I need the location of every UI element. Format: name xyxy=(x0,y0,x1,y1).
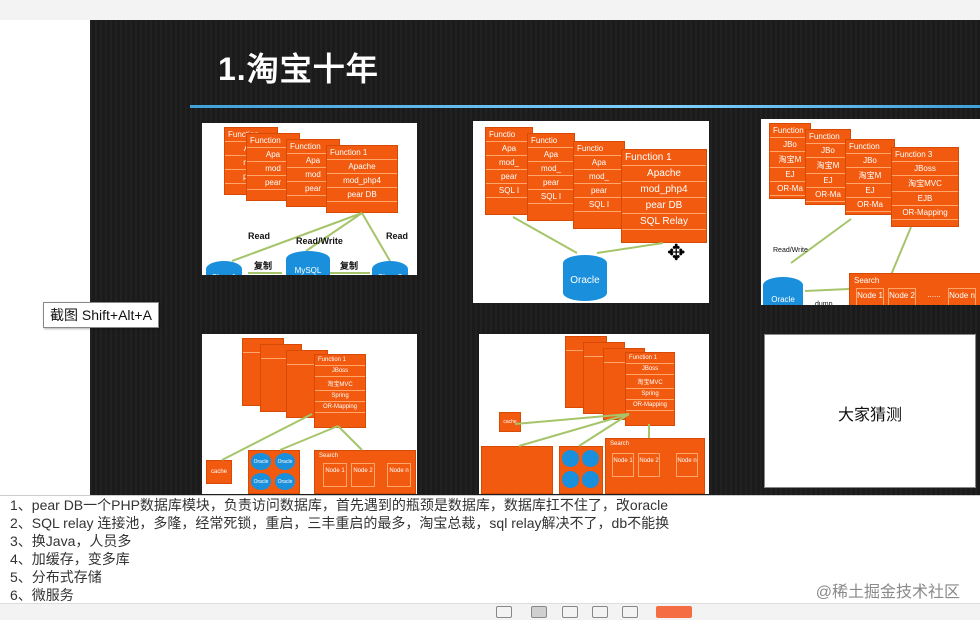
grid-view-icon[interactable] xyxy=(562,606,578,618)
slide-title: 1.淘宝十年 xyxy=(218,51,379,87)
top-toolbar xyxy=(0,0,980,21)
search-node: Node 2 xyxy=(351,463,375,487)
connection-lines xyxy=(231,212,391,274)
reading-view-icon[interactable] xyxy=(592,606,608,618)
screenshot-tooltip: 截图 Shift+Alt+A xyxy=(43,302,159,328)
function-box: Function JBo 淘宝M EJ OR-Ma xyxy=(805,129,851,205)
search-node: Node n xyxy=(676,453,698,477)
oracle-database xyxy=(582,450,599,467)
search-cluster: Search Node 1 Node 2 Node n xyxy=(314,450,416,494)
search-node: Node 1 xyxy=(856,288,884,305)
guess-text: 大家猜测 xyxy=(837,407,902,424)
oracle-database: Oracle xyxy=(275,473,295,490)
read-label: Read xyxy=(386,231,409,241)
search-label: Search xyxy=(319,453,339,459)
notes-line: 6、微服务 xyxy=(10,587,74,603)
search-node: Node 1 xyxy=(323,463,347,487)
notes-line: 2、SQL relay 连接池，多隆，经常死锁，重启，三丰重启的最多，淘宝总裁，… xyxy=(10,515,670,531)
connection-lines xyxy=(514,413,650,447)
play-button-icon[interactable] xyxy=(656,606,692,618)
slide-canvas[interactable]: 1.淘宝十年 Function Apa mod pear Function Ap… xyxy=(90,20,980,495)
function-box: Functio Apa mod_ pear SQL I xyxy=(527,133,575,221)
search-label: Search xyxy=(854,276,880,285)
speaker-notes[interactable]: 1、pear DB一个PHP数据库模块，负责访问数据库，首先遇到的瓶颈是数据库，… xyxy=(0,495,980,604)
function-box-main: Function 1 JBoss 淘宝MVC Spring OR-Mapping xyxy=(314,354,366,428)
function-box-main: Function 1 Apache mod_php4 pear DB xyxy=(326,145,398,213)
read-write-label: Read/Write xyxy=(773,247,808,254)
guess-panel: 大家猜测 xyxy=(764,334,976,488)
title-underline xyxy=(190,105,980,108)
notes-line: 4、加缓存，变多库 xyxy=(10,551,130,567)
copy-label: 复制 xyxy=(254,261,273,271)
slave2-database: Slave2 xyxy=(372,261,408,275)
search-cluster: Search Node 1 Node 2 Node n xyxy=(605,438,705,494)
slave1-database: Slave1 xyxy=(206,261,242,275)
oracle-database: Oracle xyxy=(275,453,295,470)
notes-line: 1、pear DB一个PHP数据库模块，负责访问数据库，首先遇到的瓶颈是数据库，… xyxy=(10,497,669,513)
dump-label: dump xyxy=(815,301,833,305)
function-box: Functio Apa mod_ pear SQL I xyxy=(573,141,625,229)
slideshow-icon[interactable] xyxy=(622,606,638,618)
read-label: Read xyxy=(248,231,271,241)
function-box: Function JBo 淘宝M EJ OR-Ma xyxy=(769,123,811,199)
search-node: Node n xyxy=(387,463,411,487)
read-write-label: Read/Write xyxy=(296,236,343,246)
diagram-panel-java-search: Function JBo 淘宝M EJ OR-Ma Function JBo 淘… xyxy=(761,119,980,305)
connection-lines xyxy=(512,216,664,254)
oracle-db-group: Oracle Oracle Oracle Oracle xyxy=(248,450,300,494)
storage-db-group xyxy=(559,446,603,494)
function-box-main: Function 3 JBoss 淘宝MVC EJB OR-Mapping xyxy=(891,147,959,227)
normal-view-icon[interactable] xyxy=(496,606,512,618)
slide-thumbnail-pane[interactable] xyxy=(0,20,90,495)
search-node: Node n xyxy=(948,288,976,305)
watermark: @稀土掘金技术社区 xyxy=(815,584,960,601)
cache-box: cache xyxy=(499,412,521,432)
oracle-database: Oracle xyxy=(251,473,271,490)
copy-label: 复制 xyxy=(340,261,359,271)
connection-lines xyxy=(790,218,912,292)
search-cluster: Search Node 1 Node 2 ...... Node n xyxy=(849,273,980,305)
mysql-master-database: MySQL Master xyxy=(286,251,330,275)
oracle-database xyxy=(562,450,579,467)
normal-view-icon[interactable] xyxy=(531,606,547,618)
diagram-panel-php-mysql: Function Apa mod pear Function Apa mod p… xyxy=(202,123,417,275)
oracle-database: Oracle xyxy=(251,453,271,470)
cache-box: cache xyxy=(206,460,232,484)
diagram-panel-sql-relay: Functio Apa mod_ pear SQL I Functio Apa … xyxy=(473,121,709,303)
search-label: Search xyxy=(610,441,630,447)
notes-line: 3、换Java，人员多 xyxy=(10,533,132,549)
oracle-database: Oracle xyxy=(563,255,607,301)
oracle-database xyxy=(562,471,579,488)
cache-cluster xyxy=(481,446,553,494)
search-node: Node 2 xyxy=(638,453,660,477)
search-node: ...... xyxy=(927,290,941,299)
function-box: Functio Apa mod_ pear SQL I xyxy=(485,127,533,215)
diagram-panel-cache-multidb: Function 1 JBoss 淘宝MVC Spring OR-Mapping… xyxy=(202,334,417,494)
oracle-database: Oracle xyxy=(763,277,803,305)
function-box-main: Function 1 Apache mod_php4 pear DB SQL R… xyxy=(621,149,707,243)
notes-line: 5、分布式存储 xyxy=(10,569,102,585)
oracle-database xyxy=(582,471,599,488)
connection-lines xyxy=(221,413,363,461)
search-node: Node 1 xyxy=(612,453,634,477)
move-cursor-icon: ✥ xyxy=(667,240,686,265)
search-node: Node 2 xyxy=(888,288,916,305)
function-box-main: Function 1 JBoss 淘宝MVC Spring OR-Mapping xyxy=(625,352,675,426)
diagram-panel-distributed-storage: Function 1 JBoss 淘宝MVC Spring OR-Mapping… xyxy=(479,334,709,494)
status-bar xyxy=(0,603,980,620)
